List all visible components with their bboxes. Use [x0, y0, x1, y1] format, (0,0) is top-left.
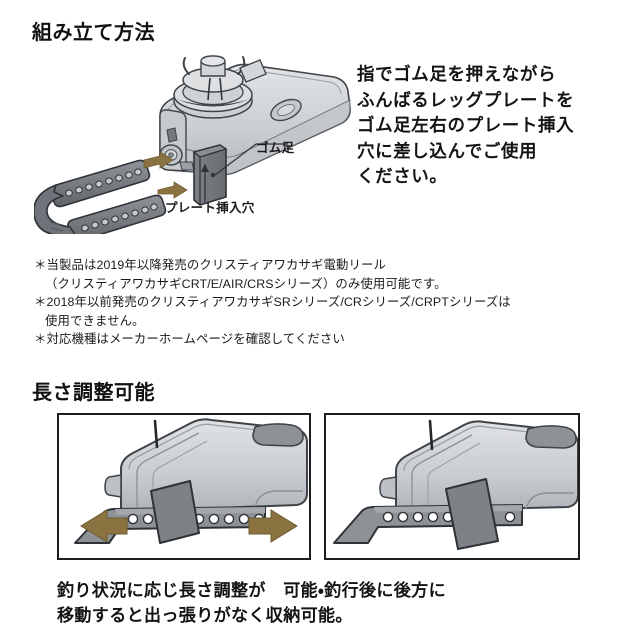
- length-adjust-panel-retracted: [324, 413, 580, 560]
- reel-body-side-view: [104, 418, 308, 513]
- instruction-line-5: ください。: [357, 166, 448, 186]
- assembly-section-heading: 組み立て方法: [32, 22, 155, 44]
- caption-line-1: 釣り状況に応じ長さ調整が 可能・釣行後に後方に: [57, 581, 446, 600]
- length-adjust-caption: 釣り状況に応じ長さ調整が 可能・釣行後に後方に 移動すると出っ張りがなく収納可能…: [57, 578, 617, 628]
- adjust-arrow-left: [80, 509, 128, 543]
- leg-plate-illustration: [34, 159, 167, 234]
- callout-leader-insertion-hole: [201, 164, 209, 202]
- note-line-5: ＊対応機種はメーカーホームページを確認してください: [34, 332, 345, 347]
- instruction-line-4: 穴に差し込んでご使用: [357, 140, 538, 161]
- rubber-foot-block: [445, 478, 499, 550]
- callout-leader-rubber-foot: [214, 143, 288, 176]
- instruction-line-2: ふんばるレッグプレートを: [357, 89, 575, 110]
- rubber-foot-illustration: [192, 144, 228, 206]
- note-line-3: ＊2018年以前発売のクリスティアワカサギSRシリーズ/CRシリーズ/CRPTシ…: [34, 295, 511, 310]
- length-adjust-section-heading: 長さ調整可能: [32, 382, 155, 404]
- assembly-figure: [34, 44, 354, 234]
- reel-button-illustration: [270, 98, 302, 122]
- note-line-1: ＊当製品は2019年以降発売のクリスティアワカサギ電動リール: [34, 258, 386, 272]
- reel-spool-illustration: [173, 55, 267, 119]
- caption-line-2: 移動すると出っ張りがなく収納可能。: [57, 606, 353, 625]
- instruction-line-1: 指でゴム足を押えながら: [357, 64, 557, 84]
- insertion-arrow-lower: [157, 181, 188, 199]
- callout-label-plate-insertion-hole: プレート挿入穴: [165, 201, 255, 215]
- instruction-line-3: ゴム足左右のプレート挿入: [357, 115, 575, 135]
- note-line-4: 使用できません。: [45, 313, 145, 328]
- insertion-arrow-upper: [143, 151, 174, 169]
- adjust-arrow-right: [248, 509, 298, 543]
- length-adjust-panel-extended: [57, 413, 311, 560]
- callout-label-rubber-foot: ゴム足: [256, 141, 295, 155]
- note-line-2: （クリスティアワカサギCRT/E/AIR/CRSシリーズ）のみ使用可能です。: [45, 276, 447, 291]
- compatibility-notes: ＊当製品は2019年以降発売のクリスティアワカサギ電動リール （クリスティアワカ…: [34, 256, 634, 349]
- rubber-foot-block: [150, 480, 200, 544]
- assembly-instruction-text: 指でゴム足を押えながら ふんばるレッグプレートを ゴム足左右のプレート挿入 穴に…: [357, 62, 635, 190]
